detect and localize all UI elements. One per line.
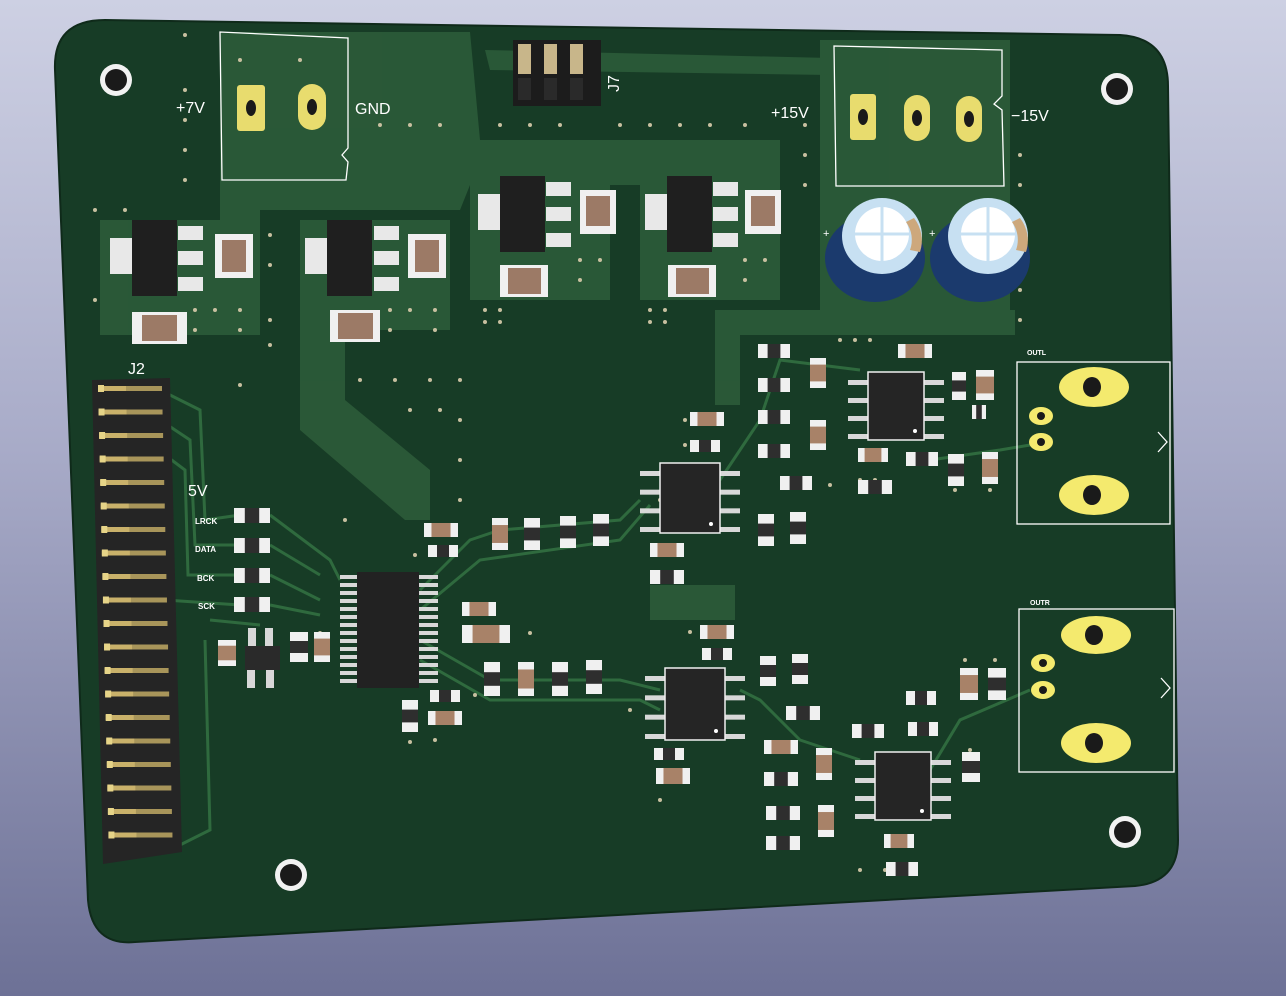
op-amps bbox=[640, 371, 951, 821]
label-bck: BCK bbox=[197, 574, 215, 583]
silkscreen-labels: +7V GND J7 +15V −15V J2 5V LRCK DATA BCK… bbox=[128, 75, 1050, 611]
label-j7: J7 bbox=[606, 75, 623, 92]
electrolytic-cap-1 bbox=[825, 198, 925, 302]
label-sck: SCK bbox=[198, 602, 215, 611]
output-jack-right bbox=[1018, 608, 1175, 773]
regulator-4 bbox=[645, 176, 781, 297]
power-connector-7v bbox=[219, 31, 349, 181]
label-outr: OUTR bbox=[1030, 600, 1050, 607]
power-connector-15v bbox=[833, 45, 1005, 187]
label-data: DATA bbox=[195, 545, 216, 554]
svg-text:+: + bbox=[823, 228, 829, 240]
label-j2: J2 bbox=[128, 361, 145, 378]
output-jack-left bbox=[1016, 361, 1171, 525]
label-gnd: GND bbox=[355, 101, 391, 118]
j7-header bbox=[513, 40, 601, 106]
label-lrck: LRCK bbox=[195, 517, 217, 526]
label-minus15v: −15V bbox=[1011, 108, 1049, 125]
transistor-sot bbox=[245, 628, 280, 688]
regulator-3 bbox=[478, 176, 616, 297]
dac-ic bbox=[340, 572, 438, 688]
mounting-holes bbox=[100, 64, 1141, 891]
label-5v: 5V bbox=[188, 483, 208, 500]
passive-components bbox=[218, 344, 1006, 876]
label-plus7v: +7V bbox=[176, 100, 205, 117]
label-outl: OUTL bbox=[1027, 350, 1047, 357]
electrolytic-cap-2 bbox=[930, 198, 1030, 302]
electrolytic-capacitors bbox=[825, 198, 1030, 302]
regulator-1 bbox=[110, 220, 253, 344]
svg-text:+: + bbox=[929, 228, 935, 240]
j2-gpio-header bbox=[92, 378, 182, 864]
label-plus15v: +15V bbox=[771, 105, 809, 122]
voltage-regulators bbox=[110, 176, 781, 344]
regulator-2 bbox=[305, 220, 446, 342]
